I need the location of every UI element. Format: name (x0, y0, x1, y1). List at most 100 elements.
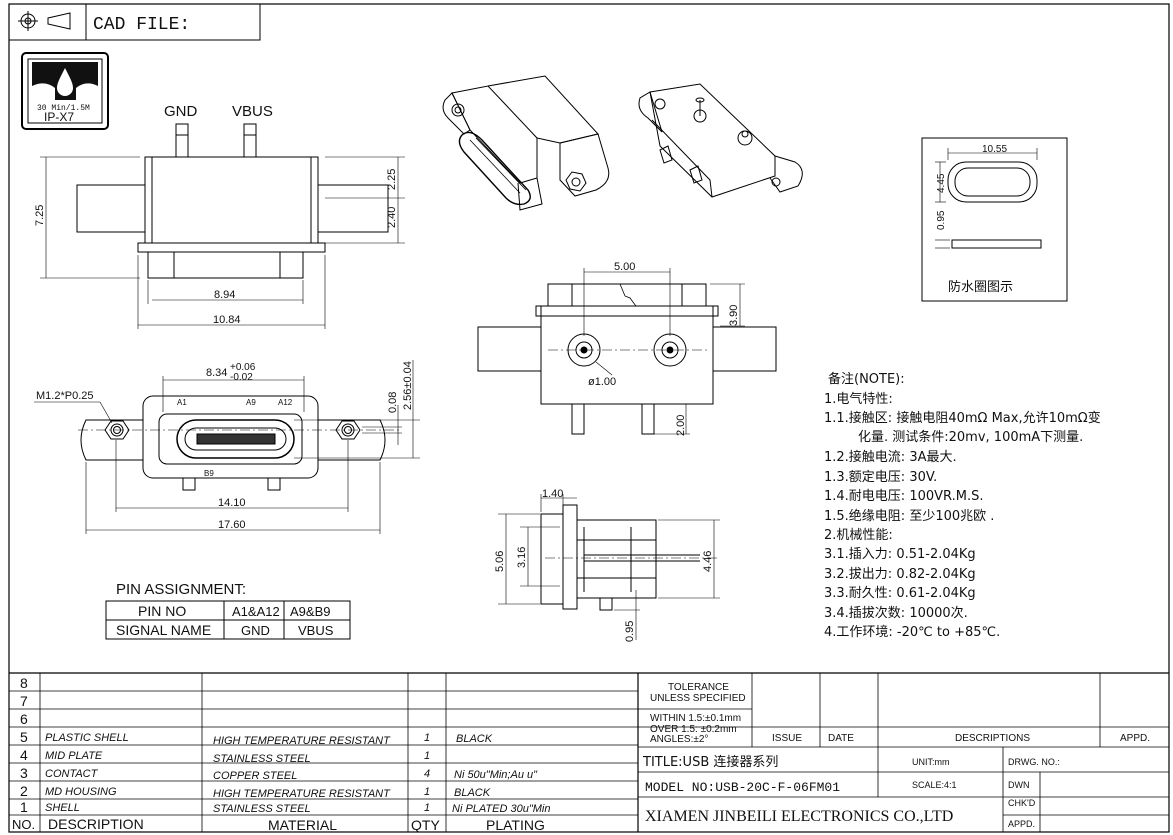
dim-side-pin: 0.95 (624, 621, 636, 642)
bom-header-plating: PLATING (486, 817, 545, 833)
bom-mat: STAINLESS STEEL (213, 753, 311, 765)
bom-plating: BLACK (454, 787, 491, 799)
pin-table-cell: A9&B9 (290, 604, 330, 619)
dim-side-h-b: 3.16 (516, 547, 528, 568)
note-line: 1.5.绝缘电阻: 至少100兆欧 . (824, 508, 994, 524)
note-line: 1.电气特性: (824, 391, 893, 407)
header-block: CAD FILE: (8, 3, 261, 41)
bom-no: 1 (20, 799, 28, 815)
bom-no: 5 (20, 729, 28, 745)
note-line: 1.3.额定电压: 30V. (824, 470, 937, 485)
bom-plating: Ni PLATED 30u"Min (452, 803, 550, 815)
scale-label: SCALE:4:1 (912, 780, 957, 790)
bom-header-mat: MATERIAL (268, 817, 337, 833)
bom-no: 3 (20, 765, 28, 781)
dim-side-h-a: 5.06 (494, 551, 506, 572)
dim-face-tol-plus: +0.06 (230, 362, 256, 373)
gasket-view (921, 137, 1068, 302)
note-line: 2.机械性能: (824, 528, 893, 543)
bom-desc: CONTACT (45, 768, 99, 780)
bom-no: 8 (20, 675, 28, 691)
title-block: TOLERANCE UNLESS SPECIFIED WITHIN 1.5:±0… (642, 682, 1150, 829)
note-line: 1.4.耐电电压: 100VR.M.S. (824, 489, 983, 504)
isometric-front-view (442, 75, 610, 211)
pin-table-cell: SIGNAL NAME (116, 622, 211, 638)
tolerance-label: TOLERANCE (668, 682, 729, 693)
gasket-caption: 防水圈图示 (948, 279, 1013, 295)
notes-block: 备注(NOTE): 1.电气特性: 1.1.接触区: 接触电阻40mΩ Max,… (824, 371, 1101, 640)
dim-back-hole: ø1.00 (588, 376, 616, 388)
dim-face-height: 2.56±0.04 (402, 361, 414, 410)
ip-rating-badge: 30 Min/1.5M IP-X7 (21, 52, 109, 130)
appd-sign-label: APPD. (1008, 819, 1035, 829)
bom-table: 8 7 6 5 4 3 2 1 PLASTIC SHELL MID PLATE … (12, 675, 550, 833)
bom-header-no: NO. (12, 817, 35, 832)
dim-back-pin-len: 2.00 (675, 415, 687, 436)
gasket-dim-w: 10.55 (982, 144, 1007, 155)
note-line: 1.2.接触电流: 3A最大. (824, 449, 957, 465)
dim-side-t: 1.40 (542, 488, 563, 500)
note-line: 4.工作环境: -20℃ to +85℃. (824, 625, 1000, 640)
bom-no: 4 (20, 747, 28, 763)
appd-label: APPD. (1120, 733, 1150, 744)
isometric-back-view (638, 83, 803, 198)
gnd-label: GND (164, 103, 198, 120)
dim-face-width: 8.34 (206, 367, 227, 379)
pin-assignment-title: PIN ASSIGNMENT: (116, 581, 246, 598)
screw-spec: M1.2*P0.25 (36, 390, 93, 402)
tolerance-label-2: UNLESS SPECIFIED (650, 693, 746, 704)
note-line: 3.4.插拔次数: 10000次. (824, 605, 968, 621)
tolerance-over: OVER 1.5: ±0.2mm (650, 724, 737, 735)
bom-qty: 4 (424, 768, 430, 780)
bom-mat: HIGH TEMPERATURE RESISTANT (213, 788, 391, 800)
note-line: 备注(NOTE): (828, 371, 905, 387)
dwn-label: DWN (1008, 780, 1030, 790)
drawing-title: TITLE:USB 连接器系列 (642, 754, 778, 770)
dim-w-outer: 10.84 (213, 314, 241, 326)
dim-face-gap: 0.08 (387, 392, 399, 413)
bom-no: 2 (20, 783, 28, 799)
dim-face-w-mid: 14.10 (218, 497, 246, 509)
pin-table-cell: PIN NO (138, 603, 186, 619)
tolerance-angles: ANGLES:±2° (650, 734, 708, 745)
pin-table-cell: A1&A12 (232, 604, 280, 619)
dim-h-total: 7.25 (34, 205, 46, 226)
water-drop-icon (57, 68, 73, 96)
bom-qty: 1 (424, 750, 430, 762)
usb-c-port (176, 419, 295, 459)
front-view (40, 123, 405, 329)
bom-desc: PLASTIC SHELL (45, 732, 129, 744)
dim-back-h-top: 3.90 (728, 305, 740, 326)
bom-header-desc: DESCRIPTION (48, 816, 144, 832)
note-line: 3.1.插入力: 0.51-2.04Kg (824, 547, 976, 562)
title-block-grid (638, 673, 1169, 832)
bom-desc: SHELL (45, 802, 80, 814)
chkd-label: CHK'D (1008, 798, 1036, 808)
bom-plating: Ni 50u"Min;Au u" (454, 769, 538, 781)
dim-side-h-c: 4.46 (702, 551, 714, 572)
dim-h-mid: 2.40 (386, 207, 398, 228)
issue-label: ISSUE (772, 733, 802, 744)
bom-plating: BLACK (456, 733, 493, 745)
bom-qty: 1 (424, 732, 430, 744)
date-label: DATE (828, 733, 854, 744)
gasket-dim-t: 0.95 (936, 210, 947, 230)
pin-a12: A12 (278, 398, 293, 407)
right-screw-nut (335, 420, 361, 440)
pin-assignment-table (105, 600, 351, 640)
bom-mat: HIGH TEMPERATURE RESISTANT (213, 735, 391, 747)
ip-rating-time: 30 Min/1.5M (37, 104, 90, 113)
unit-label: UNIT:mm (912, 757, 950, 767)
pin-a1: A1 (177, 398, 187, 407)
company-name: XIAMEN JINBEILI ELECTRONICS CO.,LTD (645, 808, 953, 825)
ip-rating-code: IP-X7 (44, 110, 74, 124)
note-line: 3.3.耐久性: 0.61-2.04Kg (824, 586, 976, 601)
pin-a9: A9 (246, 398, 256, 407)
gnd-pin (175, 123, 189, 158)
vbus-pin (243, 123, 257, 158)
bom-desc: MD HOUSING (45, 786, 117, 798)
back-view (477, 268, 777, 435)
iso-nut (565, 171, 587, 192)
sheet-border (8, 3, 1170, 833)
tolerance-within: WITHIN 1.5:±0.1mm (650, 713, 741, 724)
